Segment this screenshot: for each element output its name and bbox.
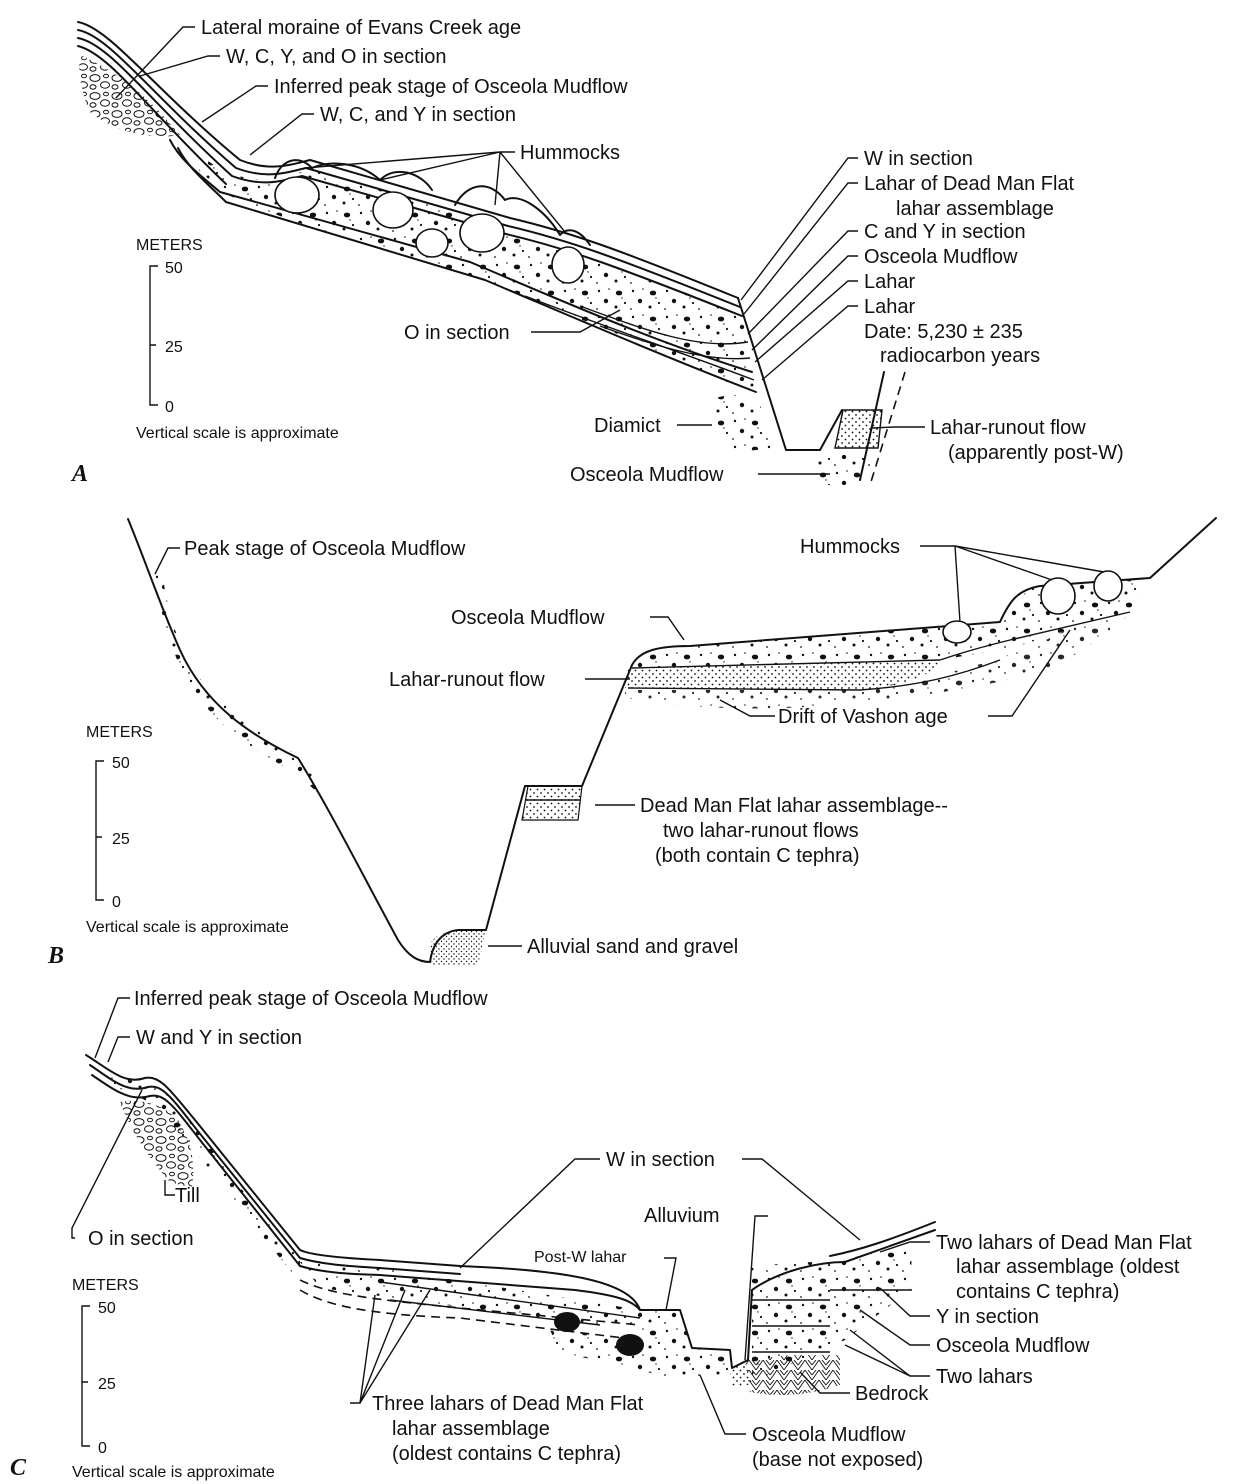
- panel-c-osceola-bottom: [550, 1330, 730, 1381]
- panel-c-three-lahars-label-1: Three lahars of Dead Man Flat: [372, 1393, 644, 1415]
- panel-a-diamict: [710, 395, 772, 452]
- panel-a-wcy-label: W, C, and Y in section: [320, 104, 516, 126]
- panel-b-osceola-label: Osceola Mudflow: [451, 607, 605, 629]
- panel-a-cobble-moraine: [79, 55, 180, 137]
- panel-c-osceola-bottom-label-2: (base not exposed): [752, 1449, 923, 1471]
- panel-c: Inferred peak stage of Osceola Mudflow W…: [10, 988, 1192, 1481]
- panel-c-till-label: Till: [175, 1185, 200, 1207]
- panel-a-letter: A: [70, 461, 88, 487]
- panel-a-o-in-section-label: O in section: [404, 322, 510, 344]
- panel-a-lateral-moraine-label: Lateral moraine of Evans Creek age: [201, 17, 521, 39]
- panel-a-dead-man-label-2: lahar assemblage: [896, 198, 1054, 220]
- panel-a-scale-note: Vertical scale is approximate: [136, 425, 339, 442]
- panel-c-scale-bar: METERS 50 25 0 Vertical scale is approxi…: [72, 1277, 275, 1481]
- panel-b-runout-label: Lahar-runout flow: [389, 669, 545, 691]
- panel-a-w-in-section-label: W in section: [864, 148, 973, 170]
- panel-a-scale-title: METERS: [136, 237, 203, 254]
- panel-b-dead-man-deposit: [521, 785, 583, 821]
- panel-c-post-w-lahar: [640, 1310, 690, 1345]
- panel-a-date-label-1: Date: 5,230 ± 235: [864, 321, 1023, 343]
- panel-a-inferred-peak-label: Inferred peak stage of Osceola Mudflow: [274, 76, 628, 98]
- panel-c-scale-tick-0: 0: [98, 1440, 107, 1457]
- panel-a-lahar-label-2: Lahar: [864, 296, 915, 318]
- panel-b-scale-bar: METERS 50 25 0 Vertical scale is approxi…: [86, 724, 289, 936]
- panel-c-scale-tick-25: 25: [98, 1376, 116, 1393]
- panel-c-w-in-section-label: W in section: [606, 1149, 715, 1171]
- panel-b-peak-stage-label: Peak stage of Osceola Mudflow: [184, 538, 466, 560]
- panel-a-scale-tick-50: 50: [165, 260, 183, 277]
- panel-c-three-lahars-label-3: (oldest contains C tephra): [392, 1443, 621, 1465]
- panel-c-osceola-bottom-label-1: Osceola Mudflow: [752, 1424, 906, 1446]
- panel-a-runout-label-1: Lahar-runout flow: [930, 417, 1086, 439]
- panel-b-dead-man-label-1: Dead Man Flat lahar assemblage--: [640, 795, 948, 817]
- panel-b-dead-man-label-3: (both contain C tephra): [655, 845, 860, 867]
- panel-b-hummocks-label: Hummocks: [800, 536, 900, 558]
- panel-b-scale-tick-25: 25: [112, 831, 130, 848]
- panel-c-leaders: [71, 997, 930, 1435]
- panel-a-c-and-y-label: C and Y in section: [864, 221, 1026, 243]
- panel-a-leaders: [115, 26, 925, 475]
- panel-a-runout-label-2: (apparently post-W): [948, 442, 1124, 464]
- panel-b: Peak stage of Osceola Mudflow Hummocks O…: [47, 517, 1217, 969]
- panel-b-leaders: [154, 545, 1105, 947]
- panel-c-scale-title: METERS: [72, 1277, 139, 1294]
- panel-c-bedrock-label: Bedrock: [855, 1383, 929, 1405]
- panel-a-dead-man-label-1: Lahar of Dead Man Flat: [864, 173, 1075, 195]
- panel-c-post-w-label: Post-W lahar: [534, 1249, 627, 1266]
- panel-b-scale-tick-0: 0: [112, 894, 121, 911]
- panel-b-scale-note: Vertical scale is approximate: [86, 919, 289, 936]
- panel-b-runout: [625, 660, 940, 690]
- panel-c-two-lahars-label: Two lahars: [936, 1366, 1033, 1388]
- panel-b-scale-tick-50: 50: [112, 755, 130, 772]
- panel-b-drift-label: Drift of Vashon age: [778, 706, 948, 728]
- panel-c-three-lahars-label-2: lahar assemblage: [392, 1418, 550, 1440]
- panel-b-osceola-left: [152, 570, 326, 800]
- panel-c-osceola-label: Osceola Mudflow: [936, 1335, 1090, 1357]
- panel-a-scale-bar: METERS 50 25 0 Vertical scale is approxi…: [136, 237, 339, 442]
- panel-c-two-lahars-dmf-label-1: Two lahars of Dead Man Flat: [936, 1232, 1192, 1254]
- panel-c-alluvium-label: Alluvium: [644, 1205, 720, 1227]
- panel-c-y-in-section-label: Y in section: [936, 1306, 1039, 1328]
- panel-c-o-in-section-label: O in section: [88, 1228, 194, 1250]
- panel-c-bedrock: [745, 1355, 840, 1396]
- panel-a-scale-tick-25: 25: [165, 339, 183, 356]
- panel-b-drift: [625, 614, 1130, 709]
- panel-a-diamict-label: Diamict: [594, 415, 661, 437]
- panel-a-mudflow-deposit: [190, 142, 755, 395]
- panel-a-osceola-bottom-label: Osceola Mudflow: [570, 464, 724, 486]
- panel-a-osceola-label: Osceola Mudflow: [864, 246, 1018, 268]
- panel-b-alluvial-label: Alluvial sand and gravel: [527, 936, 738, 958]
- panel-b-letter: B: [47, 943, 64, 969]
- panel-c-three-lahars: [300, 1262, 640, 1330]
- panel-c-scale-tick-50: 50: [98, 1300, 116, 1317]
- panel-a-runout-deposit: [834, 409, 883, 449]
- panel-c-scale-note: Vertical scale is approximate: [72, 1464, 275, 1481]
- panel-b-osceola-main: [632, 578, 1150, 668]
- panel-a-wcyo-label: W, C, Y, and O in section: [226, 46, 447, 68]
- panel-c-two-lahars-dmf-label-3: contains C tephra): [956, 1281, 1119, 1303]
- panel-a-osceola-deposit: [812, 455, 875, 485]
- panel-a-date-label-2: radiocarbon years: [880, 345, 1040, 367]
- panel-b-dead-man-label-2: two lahar-runout flows: [663, 820, 859, 842]
- panel-b-alluvial-deposit: [430, 930, 486, 965]
- panel-c-inferred-peak-label: Inferred peak stage of Osceola Mudflow: [134, 988, 488, 1010]
- panel-a-scale-tick-0: 0: [165, 399, 174, 416]
- panel-c-two-lahars-dmf-label-2: lahar assemblage (oldest: [956, 1256, 1180, 1278]
- panel-c-right-deposits: [752, 1248, 912, 1382]
- panel-a-hummocks-label: Hummocks: [520, 142, 620, 164]
- panel-b-scale-title: METERS: [86, 724, 153, 741]
- panel-c-w-and-y-label: W and Y in section: [136, 1027, 302, 1049]
- panel-c-letter: C: [10, 1455, 27, 1481]
- panel-a-lahar-label-1: Lahar: [864, 271, 915, 293]
- panel-a: Lateral moraine of Evans Creek age W, C,…: [70, 17, 1124, 487]
